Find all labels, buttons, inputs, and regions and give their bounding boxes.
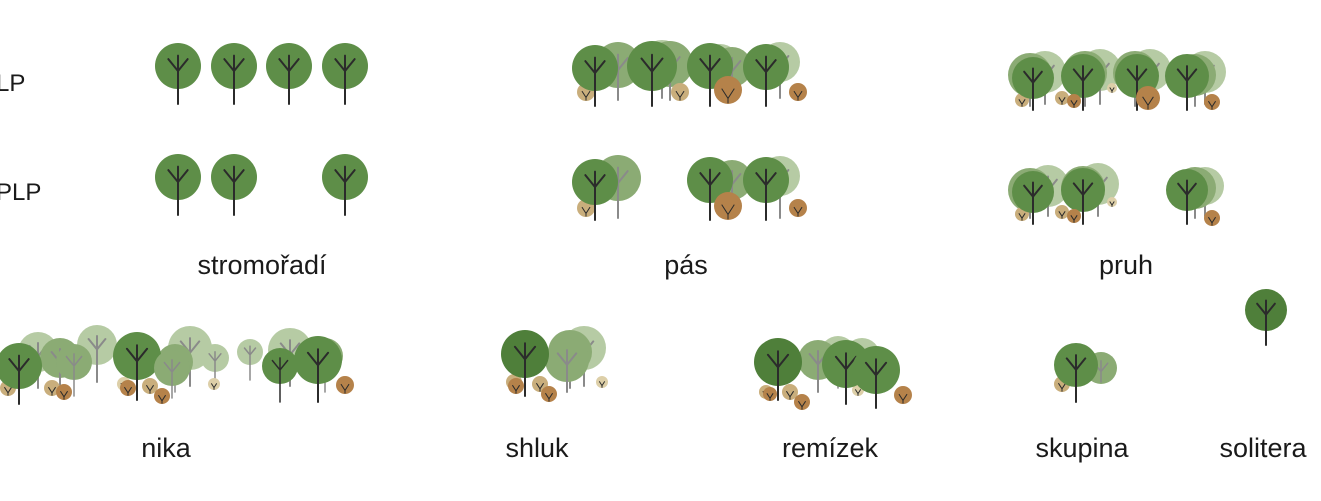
- row-label-plp: PLP: [0, 179, 42, 206]
- tree-icon: [155, 43, 201, 105]
- tree-icon: [852, 346, 900, 409]
- tree-icon: [687, 43, 733, 107]
- label-pas: pás: [664, 250, 708, 280]
- tree-icon: [155, 154, 201, 216]
- tree-icon: [1054, 343, 1098, 403]
- tree-icon: [201, 344, 229, 383]
- shrub-icon: [541, 386, 557, 402]
- pas-plp-trees: [572, 155, 807, 221]
- tree-icon: [0, 343, 42, 405]
- tree-icon: [1061, 54, 1105, 111]
- label-remizek: remízek: [781, 433, 879, 463]
- tree-icon: [1012, 57, 1054, 111]
- tree-icon: [322, 154, 368, 216]
- tree-icon: [627, 41, 677, 107]
- shrub-icon: [894, 386, 912, 404]
- label-nika: nika: [141, 433, 191, 463]
- label-stromoradi: stromořadí: [197, 250, 327, 280]
- tree-icon: [572, 159, 618, 221]
- tree-icon: [1165, 54, 1209, 111]
- tree-icon: [1061, 168, 1105, 225]
- remizek-trees: [754, 336, 912, 410]
- shrub-icon: [208, 378, 220, 390]
- shrub-icon: [336, 376, 354, 394]
- shrub-icon: [142, 378, 158, 394]
- tree-icon: [154, 350, 190, 399]
- shrub-icon: [763, 387, 777, 401]
- shrub-icon: [1055, 205, 1069, 219]
- pruh-plp-trees: [1008, 163, 1224, 226]
- tree-icon: [572, 45, 618, 107]
- tree-icon: [501, 330, 549, 397]
- shrub-icon: [120, 380, 136, 396]
- tree-icon: [262, 348, 298, 403]
- skupina-trees: [1054, 343, 1117, 403]
- shrub-icon: [1107, 197, 1117, 207]
- shrub-icon: [596, 376, 608, 388]
- shrub-icon: [1136, 86, 1160, 110]
- tree-icon: [743, 44, 789, 107]
- shrub-icon: [154, 388, 170, 404]
- tree-icon: [1245, 289, 1287, 346]
- tree-icon: [56, 344, 92, 397]
- shrub-icon: [508, 378, 524, 394]
- label-solitera: solitera: [1219, 433, 1307, 463]
- stromoradi-plp-trees: [155, 154, 368, 216]
- tree-icon: [237, 339, 263, 381]
- solitera-tree: [1245, 289, 1287, 346]
- shrub-icon: [714, 192, 742, 220]
- tree-icon: [743, 157, 789, 221]
- tree-icon: [687, 157, 733, 221]
- shrub-icon: [714, 76, 742, 104]
- shrub-icon: [782, 384, 798, 400]
- row-label-lp: LP: [0, 70, 26, 97]
- tree-icon: [113, 332, 161, 401]
- shrub-icon: [1067, 209, 1081, 223]
- tree-icon: [322, 43, 368, 105]
- shrub-icon: [1055, 91, 1069, 105]
- shrub-icon: [789, 83, 807, 101]
- tree-icon: [545, 338, 589, 393]
- pruh-lp-trees: [1008, 49, 1226, 111]
- shrub-icon: [1107, 83, 1117, 93]
- shrub-icon: [1067, 94, 1081, 108]
- shrub-icon: [56, 384, 72, 400]
- pas-lp-trees: [572, 40, 807, 107]
- shrub-icon: [1204, 94, 1220, 110]
- tree-icon: [294, 336, 342, 403]
- shluk-trees: [501, 326, 608, 402]
- stromoradi-lp-trees: [155, 43, 368, 105]
- tree-icon: [754, 338, 802, 401]
- tree-icon: [1166, 169, 1208, 225]
- tree-icon: [266, 43, 312, 105]
- tree-icon: [1012, 171, 1054, 225]
- shrub-icon: [671, 83, 689, 101]
- shrub-icon: [789, 199, 807, 217]
- label-shluk: shluk: [505, 433, 569, 463]
- nika-trees: [0, 325, 354, 405]
- tree-icon: [211, 154, 257, 216]
- shrub-icon: [794, 394, 810, 410]
- shrub-icon: [1204, 210, 1220, 226]
- label-skupina: skupina: [1035, 433, 1129, 463]
- label-pruh: pruh: [1098, 250, 1154, 280]
- tree-icon: [211, 43, 257, 105]
